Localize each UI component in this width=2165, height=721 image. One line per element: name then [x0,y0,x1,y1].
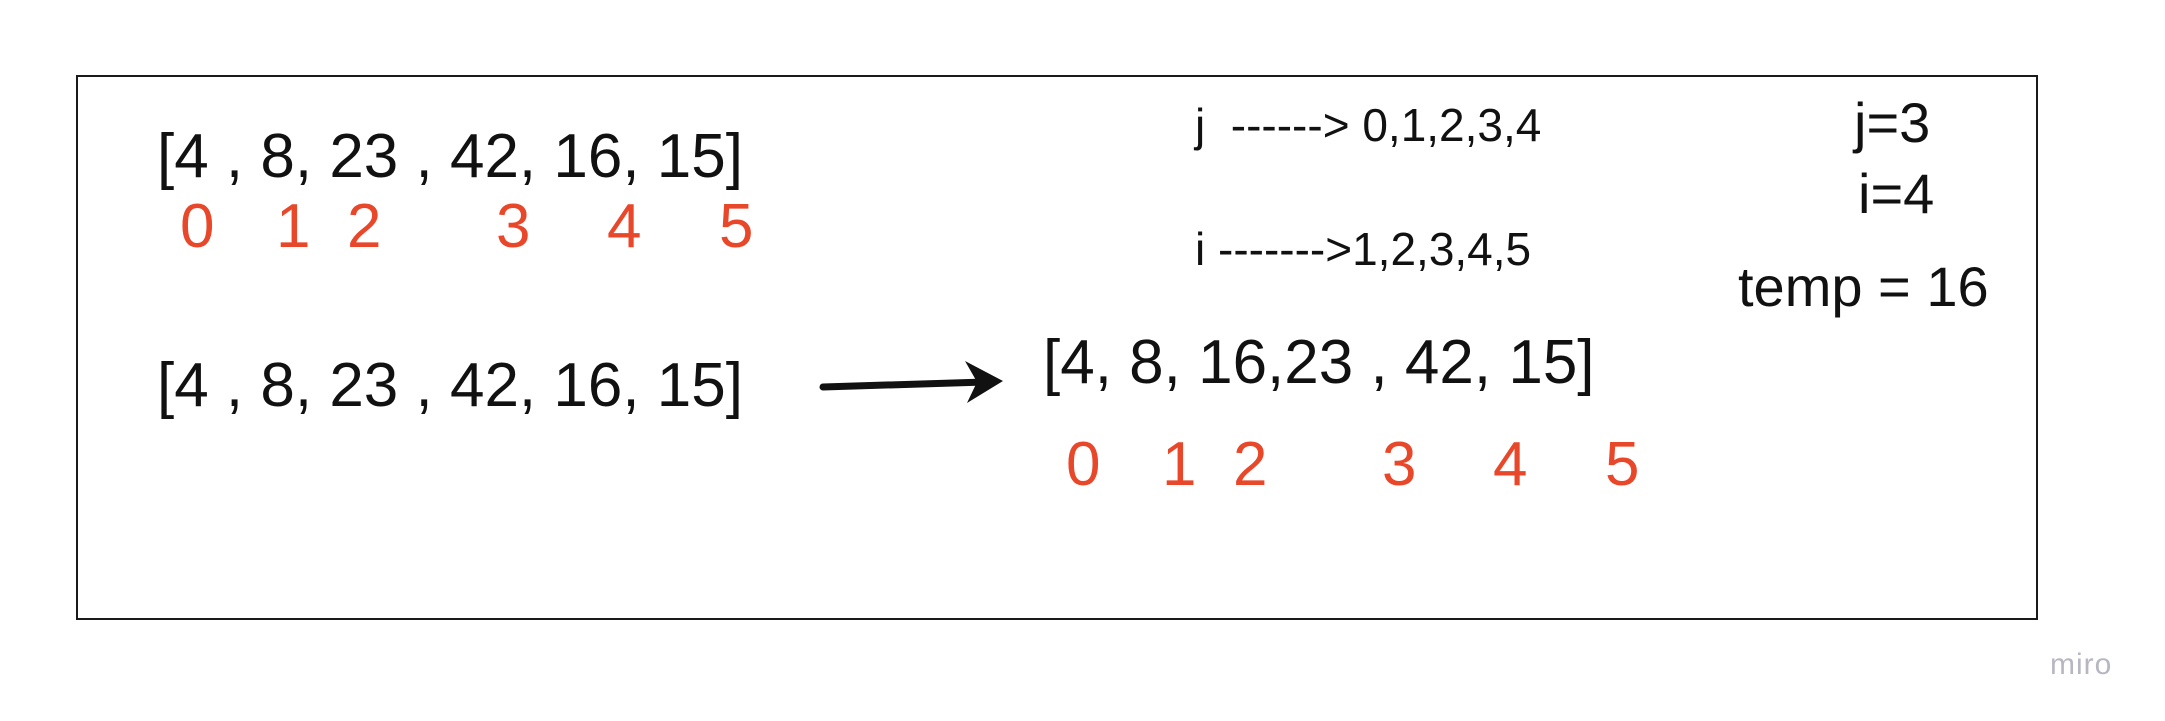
top-index-1: 1 [276,192,311,261]
i-trace-line: i ------->1,2,3,4,5 [1195,223,1532,275]
diagram-frame [76,75,2038,620]
result-index-1: 1 [1162,430,1197,499]
result-index-2: 2 [1233,430,1268,499]
miro-watermark: miro [2050,648,2113,681]
top-index-4: 4 [607,192,642,261]
right-arrow-icon [819,361,1003,403]
top-array: [4 , 8, 23 , 42, 16, 15] [157,122,743,191]
top-index-0: 0 [180,192,215,261]
top-index-3: 3 [496,192,531,261]
var-i: i=4 [1858,162,1935,225]
top-index-2: 2 [347,192,382,261]
result-index-0: 0 [1066,430,1101,499]
var-temp: temp = 16 [1738,255,1989,318]
j-trace-line: j ------> 0,1,2,3,4 [1195,99,1542,151]
result-index-3: 3 [1382,430,1417,499]
result-array: [4, 8, 16,23 , 42, 15] [1043,328,1595,397]
var-j: j=3 [1854,91,1931,154]
result-index-5: 5 [1605,430,1640,499]
result-index-4: 4 [1493,430,1528,499]
top-index-5: 5 [719,192,754,261]
bottom-array: [4 , 8, 23 , 42, 16, 15] [157,351,743,420]
